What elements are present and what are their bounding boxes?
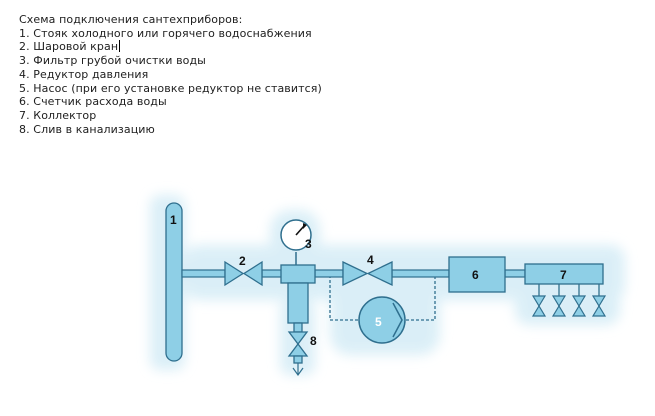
legend-item-riser: 1. Стояк холодного или горячего водоснаб… [19, 26, 312, 40]
riser-pipe [165, 202, 183, 362]
label-reducer: 4 [367, 253, 374, 267]
legend-item-reducer: 4. Редуктор давления [19, 67, 149, 81]
label-collector: 7 [560, 268, 567, 282]
pressure-gauge-icon [280, 219, 312, 251]
collector-icon [524, 263, 604, 296]
legend-item-ball-valve-text: 2. Шаровой кран [19, 40, 119, 54]
label-riser: 1 [170, 213, 177, 227]
pump-icon [358, 296, 406, 344]
label-pump: 5 [375, 315, 382, 329]
water-meter-icon [448, 256, 506, 293]
legend-item-pump: 5. Насос (при его установке редуктор не … [19, 81, 322, 95]
label-meter: 6 [472, 268, 479, 282]
drain-arrow-icon [292, 363, 304, 377]
background-halo [150, 195, 625, 375]
legend-item-drain: 8. Слив в канализацию [19, 122, 155, 136]
ball-valve-icon [224, 260, 263, 287]
pump-bypass-loop [329, 275, 436, 321]
legend-item-filter: 3. Фильтр грубой очистки воды [19, 54, 206, 68]
label-drain: 8 [310, 334, 317, 348]
legend-item-collector: 7. Коллектор [19, 108, 97, 122]
diagram-legend: Схема подключения сантехприборов: 1. Сто… [19, 13, 322, 136]
label-ball-valve: 2 [239, 254, 246, 268]
label-filter: 3 [305, 237, 312, 251]
collector-outlet-valves [531, 295, 607, 317]
filter-icon [280, 264, 316, 324]
legend-title: Схема подключения сантехприборов: [19, 13, 243, 26]
pressure-reducer-icon [342, 260, 393, 287]
drain-valve-icon [287, 322, 309, 364]
legend-item-meter: 6. Счетчик расхода воды [19, 95, 167, 109]
legend-item-ball-valve: 2. Шаровой кран [19, 40, 322, 54]
text-cursor [119, 40, 121, 53]
